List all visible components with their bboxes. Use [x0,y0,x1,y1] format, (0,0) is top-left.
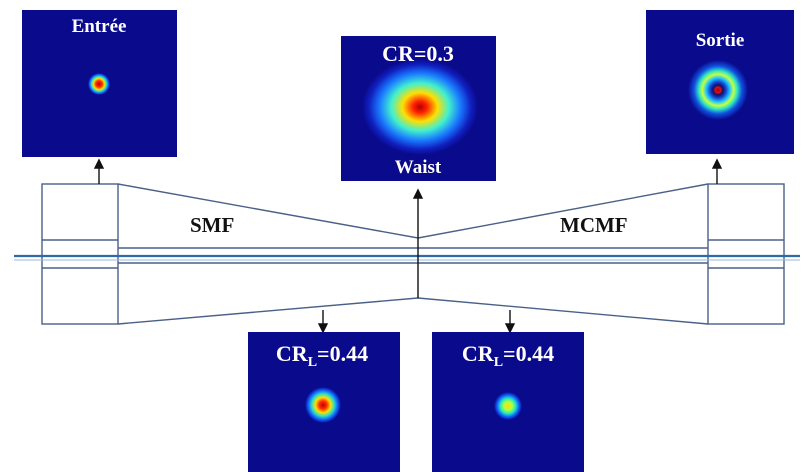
panel-sortie-title: Sortie [696,30,745,51]
panel-lower-right-value: =0.44 [503,341,554,366]
panel-waist-title: CR=0.3 [382,41,454,66]
panel-entree: Entrée [22,10,177,157]
right-fiber-end [707,183,785,325]
left-fiber-end [41,183,119,325]
panel-lower-left-title: CRL=0.44 [276,341,368,370]
arrow-lower-left [317,323,329,334]
arrow-waist [412,188,424,199]
panel-waist: CR=0.3 Waist [341,36,496,181]
arrow-sortie [711,158,723,169]
panel-lower-right-title: CRL=0.44 [462,341,554,370]
beam-profile-entree [88,73,110,95]
beam-profile-sortie [688,60,748,120]
beam-profile-lower-left [305,387,341,423]
panel-lower-right-cr: CR [462,341,495,366]
pointer-arrows [93,158,723,334]
beam-profile-waist [362,59,478,155]
panel-lower-right: CRL=0.44 [432,332,584,472]
arrow-lower-right [504,323,516,334]
fiber-taper [41,183,785,325]
panel-waist-subtitle: Waist [395,157,442,178]
panel-sortie: Sortie [646,10,794,154]
smf-label: SMF [190,213,234,237]
panel-entree-title: Entrée [72,16,127,37]
mcmf-label: MCMF [560,213,628,237]
beam-profile-lower-right [494,392,522,420]
panel-lower-left-value: =0.44 [317,341,368,366]
taper-lower-edge [117,297,709,325]
arrow-entree [93,158,105,169]
panel-lower-left-subscript: L [308,355,317,370]
panel-lower-right-subscript: L [494,355,503,370]
panel-lower-left-cr: CR [276,341,309,366]
panel-lower-left: CRL=0.44 [248,332,400,472]
